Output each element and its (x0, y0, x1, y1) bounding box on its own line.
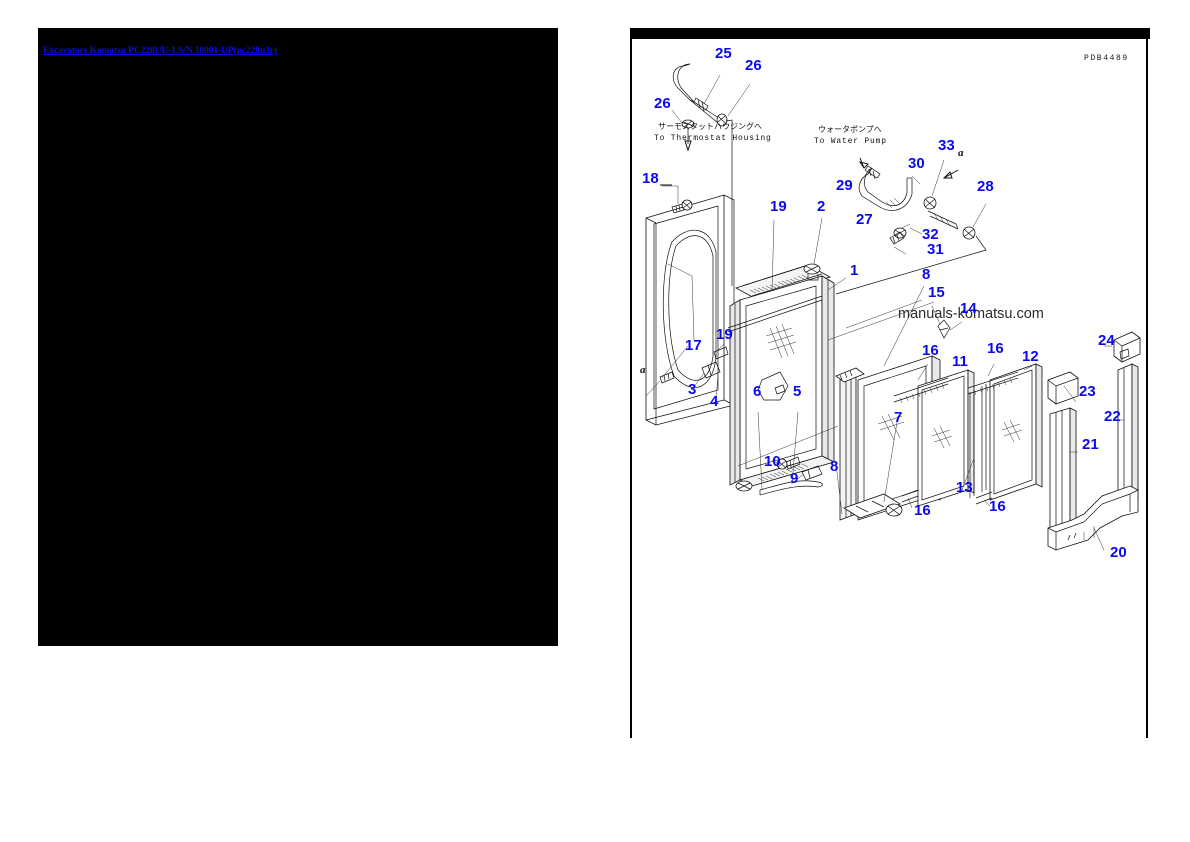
parts-book-link[interactable]: Excavators Komatsu PC228UU-1 S/N 10001-U… (43, 46, 277, 56)
annotation-en-0: To Thermostat Housing (654, 134, 772, 143)
callout-number: 31 (927, 241, 944, 258)
callout-number: 9 (790, 470, 798, 487)
annotation-jp-0: サーモスタットハウジングへ (658, 121, 762, 131)
callout-number: 10 (764, 453, 781, 470)
callout-number: 32 (922, 226, 939, 243)
callout-number: 19 (770, 198, 787, 215)
callout-number: 11 (952, 353, 968, 370)
callout-number: 5 (793, 383, 801, 400)
callout-number: 19 (716, 326, 733, 343)
drawing-number: PDB4489 (1084, 54, 1129, 63)
callout-number: 30 (908, 155, 925, 172)
callout-number: 8 (922, 266, 930, 283)
part-oil-cooler-frame-group (737, 285, 941, 521)
callout-number: 1 (850, 262, 858, 279)
callout-number: 17 (685, 337, 702, 354)
watermark: manuals-komatsu.com (898, 306, 1044, 322)
callout-number: 6 (753, 383, 761, 400)
callout-number: 29 (836, 177, 853, 194)
part-fan-shroud-group (645, 184, 735, 426)
callout-number: 16 (922, 342, 939, 359)
part-small-clips-group (931, 305, 963, 339)
callout-number: 22 (1104, 408, 1121, 425)
callout-number: 27 (856, 211, 873, 228)
callout-number: 14 (960, 300, 977, 317)
part-upper-hose-group (671, 63, 751, 286)
letter-callout-a-bottom: a (640, 364, 646, 376)
document-viewer-panel[interactable]: Excavators Komatsu PC228UU-1 S/N 10001-U… (38, 28, 558, 646)
part-radiator-core-group (727, 217, 847, 496)
parts-drawing-frame: PDB4489 サ (630, 28, 1150, 738)
annotation-en-1: To Water Pump (814, 137, 887, 146)
callout-number: 16 (989, 498, 1006, 515)
callout-number: 8 (830, 458, 838, 475)
callout-number: 13 (956, 479, 973, 496)
callout-number: 16 (914, 502, 931, 519)
callout-number: 24 (1098, 332, 1115, 349)
callout-number: 21 (1082, 436, 1099, 453)
callout-number: 3 (688, 381, 696, 398)
parts-diagram: サーモスタットハウジングへ To Thermostat Housing ウォータ… (640, 45, 1141, 561)
annotation-thermostat-housing: サーモスタットハウジングへ To Thermostat Housing (654, 121, 772, 143)
callout-number: 23 (1079, 383, 1096, 400)
callout-number: 20 (1110, 544, 1127, 561)
callout-number: 2 (817, 198, 825, 215)
callout-number: 12 (1022, 348, 1039, 365)
annotation-water-pump: ウォータポンプへ To Water Pump (814, 125, 887, 146)
letter-callout-a-top: a (958, 147, 964, 159)
part-guards-group (893, 363, 1043, 509)
callout-number: 33 (938, 137, 955, 154)
callout-number: 4 (710, 393, 719, 410)
callout-number: 26 (654, 95, 671, 112)
part-side-bars-group (1047, 331, 1141, 551)
callout-number: 7 (894, 409, 902, 426)
callout-number: 26 (745, 57, 762, 74)
callout-number: 16 (987, 340, 1004, 357)
callout-number: 28 (977, 178, 994, 195)
callout-number: 25 (715, 45, 732, 62)
annotation-jp-1: ウォータポンプへ (818, 125, 882, 134)
callout-number: 15 (928, 284, 945, 301)
callout-number: 18 (642, 170, 659, 187)
drawing-top-bar (632, 28, 1150, 39)
part-water-pump-hose-group (835, 157, 987, 295)
